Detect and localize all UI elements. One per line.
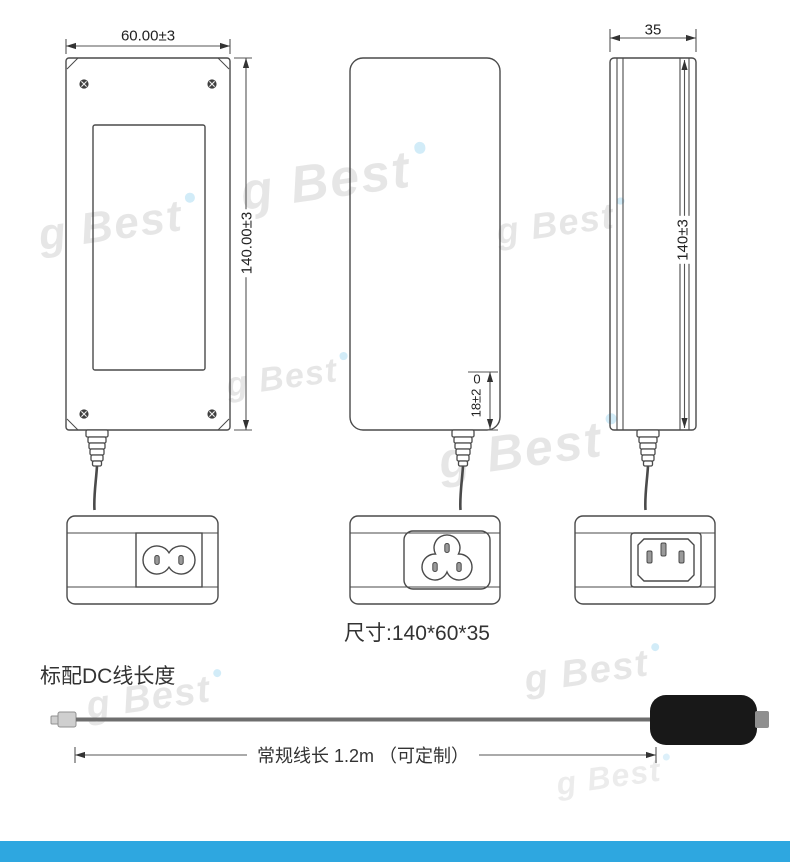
middle-view	[349, 57, 501, 431]
side-dimension-arrows	[610, 34, 696, 428]
front-dimension-lines	[65, 39, 252, 431]
dc-plug	[650, 695, 757, 745]
front-cable	[84, 428, 110, 512]
front-screws	[79, 79, 217, 419]
middle-cable-dim-prefix-label: 0	[473, 371, 481, 387]
front-dimension-arrows	[66, 42, 250, 430]
front-height-dim-label: 140.00±3	[238, 208, 256, 278]
size-label: 尺寸:140*60*35	[344, 622, 490, 645]
inlet-view-c14	[574, 515, 716, 605]
dc-cable-diagram	[50, 695, 769, 763]
side-width-dim-label: 35	[644, 21, 662, 39]
inlet-view-c6	[349, 515, 501, 605]
inlet-view-c8	[66, 515, 219, 605]
side-dimension-lines	[609, 29, 697, 428]
front-width-dim-label: 60.00±3	[120, 27, 176, 45]
dc-cable-title: 标配DC线长度	[40, 665, 176, 688]
bottom-accent-bar	[0, 841, 790, 862]
cable-length-label: 常规线长 1.2m （可定制）	[248, 742, 478, 768]
side-cable	[635, 428, 661, 512]
front-view	[65, 57, 231, 431]
middle-dimension-arrows	[486, 372, 494, 429]
middle-cable	[450, 428, 476, 512]
side-height-dim-label: 140±3	[674, 216, 692, 264]
middle-cable-dim-label: 18±2	[468, 385, 484, 421]
dc-plug-tip	[755, 711, 769, 728]
